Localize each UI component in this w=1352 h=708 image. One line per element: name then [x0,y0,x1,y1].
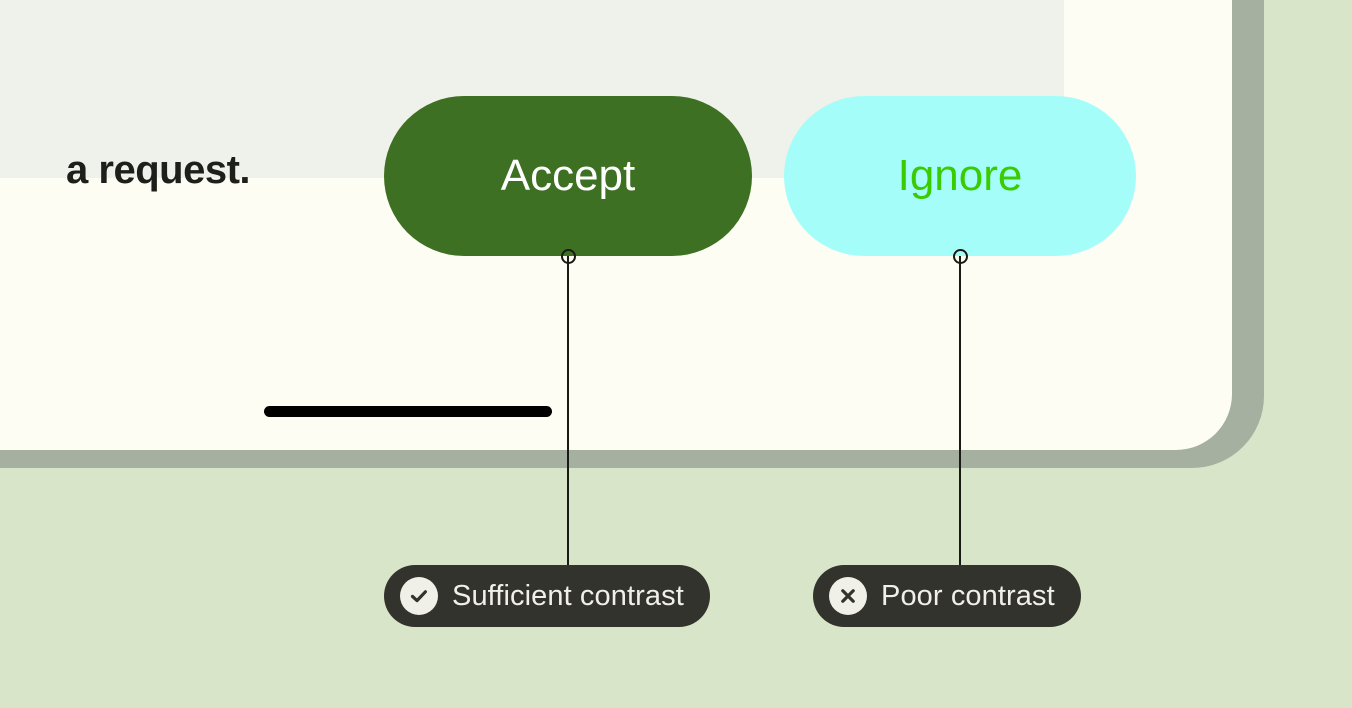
leader-anchor-ignore [953,249,968,264]
leader-anchor-accept [561,249,576,264]
request-row-text: a request. [66,148,250,192]
annotation-sufficient-contrast: Sufficient contrast [384,565,710,627]
accept-button[interactable]: Accept [384,96,752,256]
annotation-poor-contrast: Poor contrast [813,565,1081,627]
ignore-button[interactable]: Ignore [784,96,1136,256]
annotation-label: Poor contrast [881,579,1055,612]
annotation-label: Sufficient contrast [452,579,684,612]
check-circle-icon [400,577,438,615]
leader-line-accept [567,256,569,574]
leader-line-ignore [959,256,961,574]
placeholder-text-bar [264,406,552,417]
x-circle-icon [829,577,867,615]
